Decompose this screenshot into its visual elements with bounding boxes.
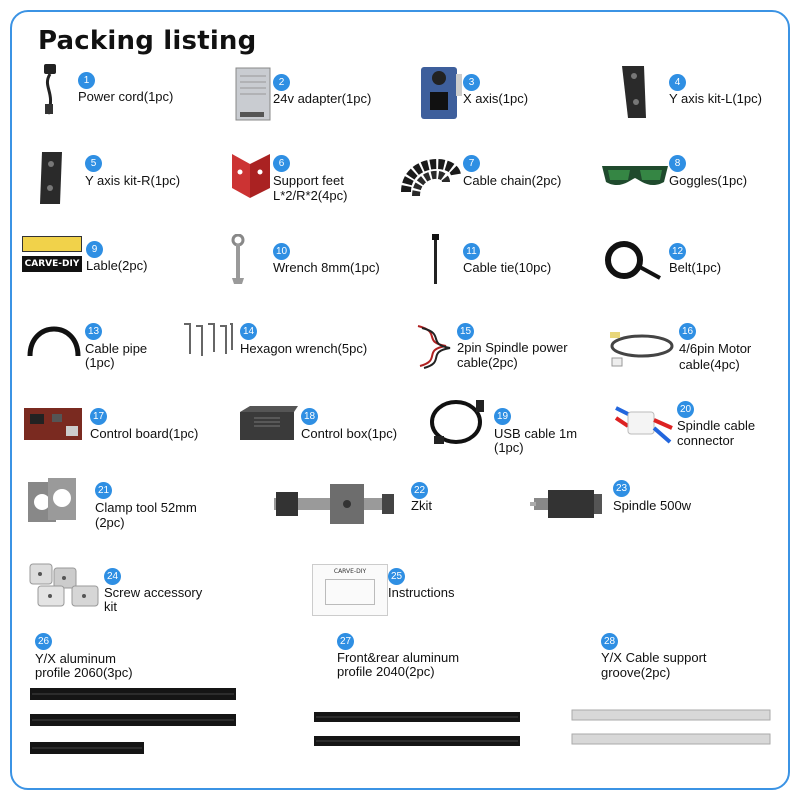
y-axis-kit-icon — [622, 66, 646, 118]
cable-connector-icon — [614, 406, 673, 444]
y-axis-kit-icon — [40, 152, 62, 204]
screw-kit-icon — [29, 563, 99, 607]
item-label-line2: kit — [104, 599, 117, 614]
item-label: Instructions — [388, 585, 455, 600]
item-number: 22 — [411, 482, 428, 499]
item-label: Control board(1pc) — [90, 426, 199, 441]
item-number: 23 — [613, 480, 630, 497]
item-label: Zkit — [411, 498, 432, 513]
carve-diy-logo: CARVE-DIY — [333, 568, 367, 575]
item-label-line2: (1pc) — [494, 440, 524, 455]
item-number: 18 — [301, 408, 318, 425]
item-label: Hexagon wrench(5pc) — [240, 341, 368, 356]
belt-icon — [605, 241, 661, 280]
item-label-line2: connector — [677, 433, 735, 448]
cable-groove-icon — [571, 709, 771, 745]
item-number: 7 — [463, 155, 480, 172]
item-label-line2: (1pc) — [85, 355, 115, 370]
item-label: 24v adapter(1pc) — [273, 91, 372, 106]
carve-diy-logo: CARVE-DIY — [22, 256, 82, 272]
item-number: 1 — [78, 72, 95, 89]
item-number: 5 — [85, 155, 102, 172]
item-label-line2: groove(2pc) — [601, 665, 671, 680]
item-label: USB cable 1m — [494, 426, 578, 441]
item-label: Spindle 500w — [613, 498, 692, 513]
item-label-line2: (2pc) — [95, 515, 125, 530]
item-label: Goggles(1pc) — [669, 173, 748, 188]
item-label: X axis(1pc) — [463, 91, 529, 106]
item-number: 9 — [86, 241, 103, 258]
item-number: 28 — [601, 633, 618, 650]
item-number: 19 — [494, 408, 511, 425]
item-label: Belt(1pc) — [669, 260, 722, 275]
item-number: 27 — [337, 633, 354, 650]
item-label: Clamp tool 52mm — [95, 500, 197, 515]
item-label: Front&rear aluminum — [337, 650, 460, 665]
item-number: 3 — [463, 74, 480, 91]
power-cable-icon — [417, 325, 451, 369]
item-label: Lable(2pc) — [86, 258, 148, 273]
item-number: 21 — [95, 482, 112, 499]
goggles-icon — [602, 166, 668, 186]
item-number: 15 — [457, 323, 474, 340]
item-label: Cable tie(10pc) — [463, 260, 552, 275]
control-box-icon — [240, 406, 298, 440]
hex-wrench-icon — [184, 323, 233, 356]
page-title: Packing listing — [38, 26, 257, 56]
item-label: 2pin Spindle power — [457, 340, 568, 355]
item-number: 17 — [90, 408, 107, 425]
item-number: 10 — [273, 243, 290, 260]
item-number: 11 — [463, 243, 480, 260]
aluminum-profile-icon — [314, 712, 520, 746]
item-label: Cable chain(2pc) — [463, 173, 562, 188]
item-number: 13 — [85, 323, 102, 340]
item-number: 26 — [35, 633, 52, 650]
item-label: Power cord(1pc) — [78, 89, 174, 104]
spindle-icon — [530, 490, 602, 518]
item-number: 6 — [273, 155, 290, 172]
page-frame — [10, 10, 790, 790]
item-label: Cable pipe — [85, 341, 148, 356]
wrench-icon — [231, 234, 245, 284]
support-feet-icon — [232, 154, 270, 198]
zkit-icon — [274, 484, 394, 524]
item-number: 25 — [388, 568, 405, 585]
adapter-icon — [235, 67, 271, 121]
item-label: Support feet — [273, 173, 344, 188]
cable-chain-icon — [401, 159, 461, 197]
instructions-icon: CARVE-DIY — [312, 564, 388, 616]
x-axis-plate-icon — [421, 67, 462, 119]
item-number: 2 — [273, 74, 290, 91]
motor-cable-icon — [610, 332, 674, 367]
item-number: 8 — [669, 155, 686, 172]
label-sticker-icon: CARVE-DIY — [22, 236, 82, 276]
item-label: Y axis kit-R(1pc) — [85, 173, 181, 188]
power-cord-icon — [44, 64, 56, 115]
item-label-line2: L*2/R*2(4pc) — [273, 188, 348, 203]
cable-tie-icon — [432, 234, 439, 284]
item-label: Y/X aluminum — [35, 651, 116, 666]
item-label: Y axis kit-L(1pc) — [669, 91, 762, 106]
usb-cable-icon — [430, 400, 484, 444]
item-number: 14 — [240, 323, 257, 340]
item-label: Wrench 8mm(1pc) — [273, 260, 380, 275]
control-board-icon — [24, 408, 82, 440]
clamp-tool-icon — [28, 478, 76, 522]
cable-pipe-icon — [27, 326, 81, 357]
item-number: 4 — [669, 74, 686, 91]
item-label: Control box(1pc) — [301, 426, 398, 441]
item-label: Y/X Cable support — [601, 650, 707, 665]
item-number: 12 — [669, 243, 686, 260]
item-label: Spindle cable — [677, 418, 756, 433]
item-number: 16 — [679, 323, 696, 340]
item-label: Screw accessory — [104, 585, 203, 600]
aluminum-profile-icon — [30, 688, 236, 754]
item-label-line2: profile 2040(2pc) — [337, 664, 435, 679]
item-label-line2: cable(4pc) — [679, 357, 740, 372]
item-label-line2: profile 2060(3pc) — [35, 665, 133, 680]
item-number: 24 — [104, 568, 121, 585]
item-number: 20 — [677, 401, 694, 418]
item-label-line2: cable(2pc) — [457, 355, 518, 370]
item-label: 4/6pin Motor — [679, 341, 752, 356]
